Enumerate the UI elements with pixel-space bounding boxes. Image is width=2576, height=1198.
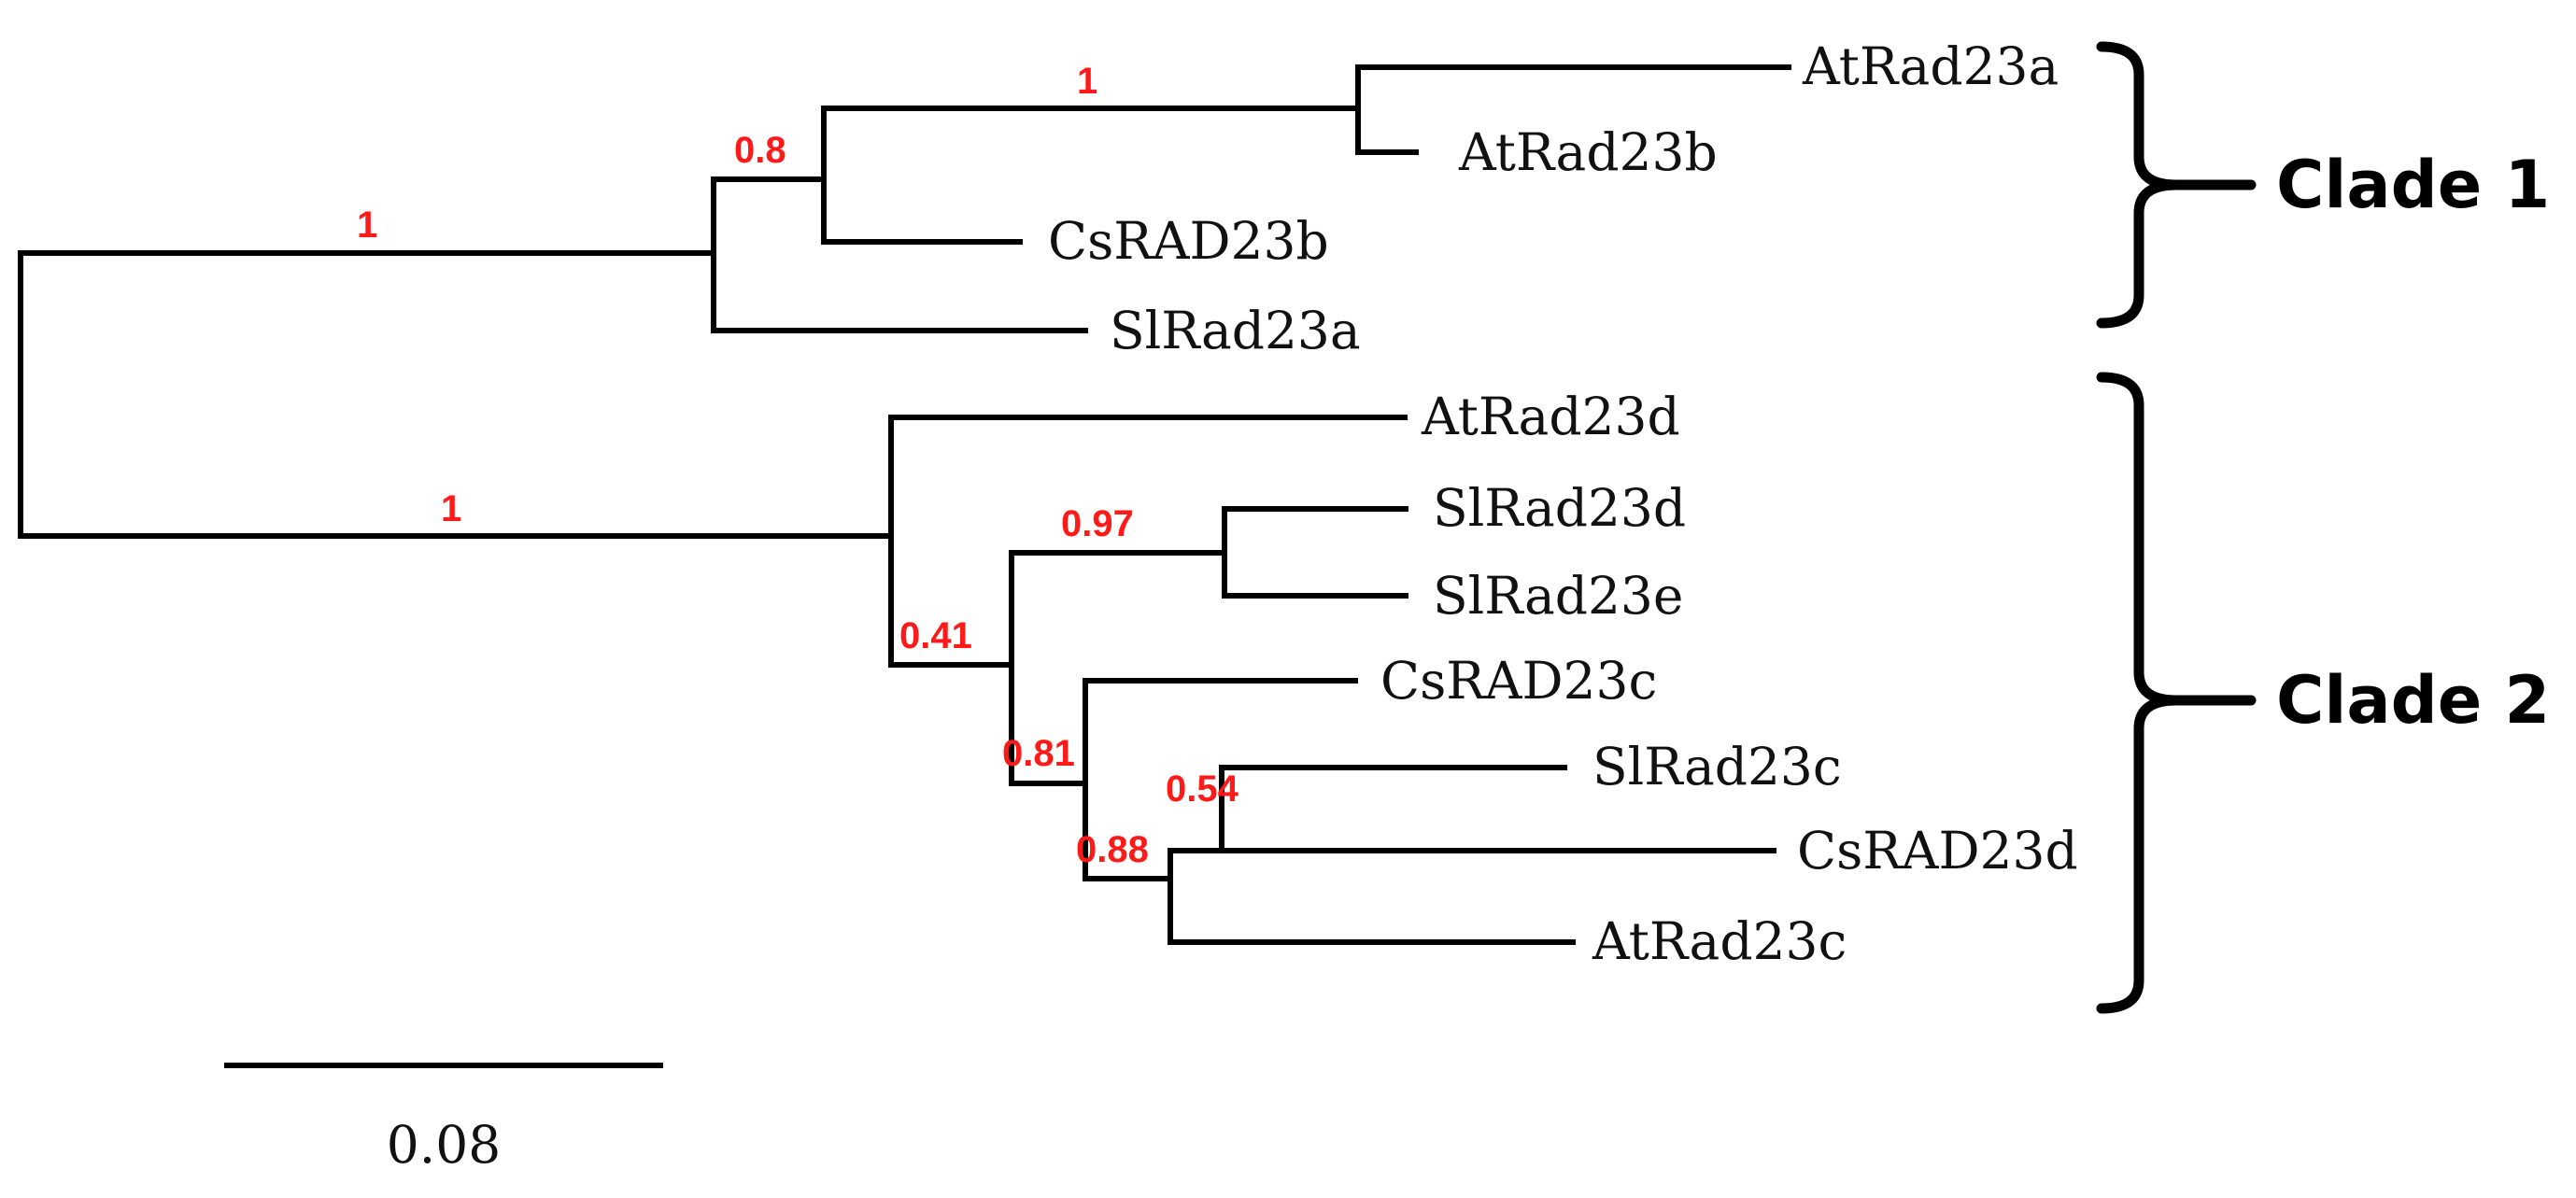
clade-1-label: Clade 1 (2276, 147, 2550, 223)
leaf-label-atrad23b: AtRad23b (1458, 122, 1718, 182)
clade-1-brace (2096, 41, 2182, 329)
clade-2-brace (2096, 372, 2182, 1014)
clade-2-bracket: Clade 2 (2096, 372, 2550, 1014)
support-value-slrad23c-csrad23d: 0.54 (1166, 768, 1239, 810)
leaf-label-csrad23c: CsRAD23c (1380, 651, 1657, 711)
support-value-clade-2-root: 1 (441, 488, 461, 529)
clade-2-branches (18, 415, 1776, 945)
support-value-clade-1-root: 1 (357, 204, 377, 246)
leaf-label-slrad23d: SlRad23d (1433, 478, 1686, 538)
leaf-labels: AtRad23a AtRad23b CsRAD23b SlRad23a AtRa… (1048, 36, 2078, 971)
support-value-clade-2-inner: 0.41 (899, 615, 972, 656)
clade-2-label: Clade 2 (2276, 662, 2550, 739)
leaf-label-csrad23d: CsRAD23d (1797, 821, 2078, 881)
leaf-label-slrad23a: SlRad23a (1110, 301, 1361, 360)
support-value-clade-1-inner: 0.8 (734, 130, 786, 171)
leaf-label-slrad23e: SlRad23e (1433, 566, 1683, 626)
clade-1-bracket: Clade 1 (2096, 41, 2550, 329)
leaf-label-atrad23d: AtRad23d (1421, 387, 1680, 446)
scale-bar-label: 0.08 (387, 1115, 501, 1175)
support-value-slrad23de: 0.97 (1061, 503, 1134, 544)
clade-1-branches (18, 64, 1791, 333)
support-value-atrad23ab: 1 (1077, 61, 1097, 102)
leaf-label-slrad23c: SlRad23c (1592, 737, 1842, 796)
leaf-label-csrad23b: CsRAD23b (1048, 211, 1329, 271)
scale-bar: 0.08 (224, 1063, 663, 1175)
support-value-clade-2-lowest: 0.88 (1076, 829, 1149, 870)
leaf-label-atrad23a: AtRad23a (1802, 36, 2059, 96)
support-value-clade-2-lower: 0.81 (1002, 733, 1075, 774)
leaf-label-atrad23c: AtRad23c (1592, 911, 1847, 971)
support-values: 1 0.8 1 1 0.41 0.97 0.81 0.54 0.88 (357, 61, 1239, 870)
